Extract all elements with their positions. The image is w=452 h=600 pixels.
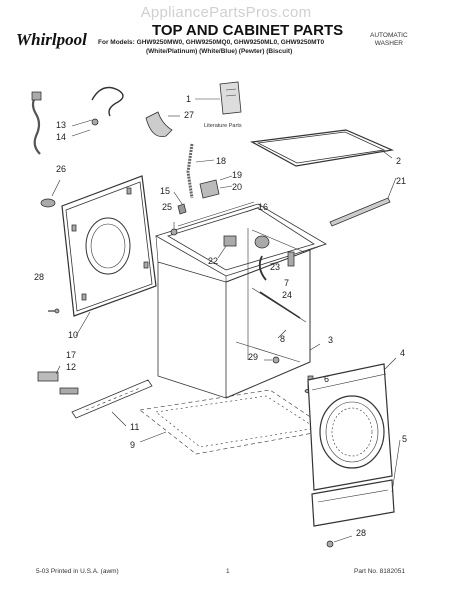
mounting-bracket-part (173, 175, 233, 215)
callout-18: 18 (216, 156, 226, 166)
pressure-switch-part (254, 235, 295, 281)
callout-12: 12 (66, 362, 76, 372)
callout-21: 21 (396, 176, 406, 186)
callout-17: 17 (66, 350, 76, 360)
callout-4: 4 (400, 348, 405, 358)
callout-28: 28 (34, 272, 44, 282)
callout-8: 8 (280, 334, 285, 344)
retaining-clip-part (217, 235, 237, 259)
hinge-clip-part (37, 365, 79, 395)
footer-part-number: Part No. 8182051 (354, 568, 405, 575)
footer-printed: 5-03 Printed in U.S.A. (awm) (36, 568, 119, 575)
callout-13: 13 (56, 120, 66, 130)
rear-panel-part (61, 175, 157, 317)
model-list: For Models: GHW9250MW0, GHW9250MQ0, GHW9… (98, 39, 325, 46)
callout-2: 2 (396, 156, 401, 166)
callout-23: 23 (270, 262, 280, 272)
callout-labels: 1271314262810171211918151920162522237248… (34, 94, 407, 538)
callout-16: 16 (258, 202, 268, 212)
base-rail-part (71, 379, 153, 427)
callout-10: 10 (68, 330, 78, 340)
drawer-screw-part (326, 535, 353, 548)
literature-parts-label: Literature Parts (204, 123, 242, 129)
cabinet-part (155, 201, 327, 399)
drain-hose-part (31, 86, 124, 155)
callout-24: 24 (282, 290, 292, 300)
brand-logo: Whirlpool (16, 30, 87, 49)
watermark: AppliancePartsPros.com (140, 4, 312, 21)
callout-28: 28 (356, 528, 366, 538)
front-panel-part (307, 357, 397, 491)
literature-parts-card (195, 81, 242, 115)
footer-page-number: 1 (226, 568, 230, 575)
product-type: AUTOMATIC WASHER (370, 32, 408, 48)
base-screw-part (264, 356, 280, 364)
callout-5: 5 (402, 434, 407, 444)
callout-14: 14 (56, 132, 66, 142)
product-type-line2: WASHER (374, 40, 403, 47)
callout-6: 6 (324, 374, 329, 384)
cabinet-screw-part (170, 222, 178, 236)
callout-25: 25 (162, 202, 172, 212)
callout-19: 19 (232, 170, 242, 180)
pedestal-drawer-part (311, 439, 401, 527)
callout-20: 20 (232, 182, 242, 192)
base-plate-part (139, 389, 331, 455)
callout-26: 26 (56, 164, 66, 174)
callout-27: 27 (184, 110, 194, 120)
callout-7: 7 (284, 278, 289, 288)
hose-guide-part (145, 111, 180, 137)
model-colors: (White/Platinum) (White/Blue) (Pewter) (… (146, 48, 293, 55)
callout-15: 15 (160, 186, 170, 196)
callout-29: 29 (248, 352, 258, 362)
fill-hose-part (186, 143, 215, 199)
hole-plug-part (40, 179, 61, 208)
product-type-line1: AUTOMATIC (370, 32, 408, 39)
top-cover-part (250, 129, 395, 167)
page-title: TOP AND CABINET PARTS (152, 22, 344, 39)
callout-1: 1 (186, 94, 191, 104)
callout-11: 11 (130, 422, 139, 432)
callout-22: 22 (208, 256, 218, 266)
callout-3: 3 (328, 335, 333, 345)
rear-screw-part (48, 308, 60, 314)
callout-9: 9 (130, 440, 135, 450)
top-brace-part (329, 177, 397, 227)
